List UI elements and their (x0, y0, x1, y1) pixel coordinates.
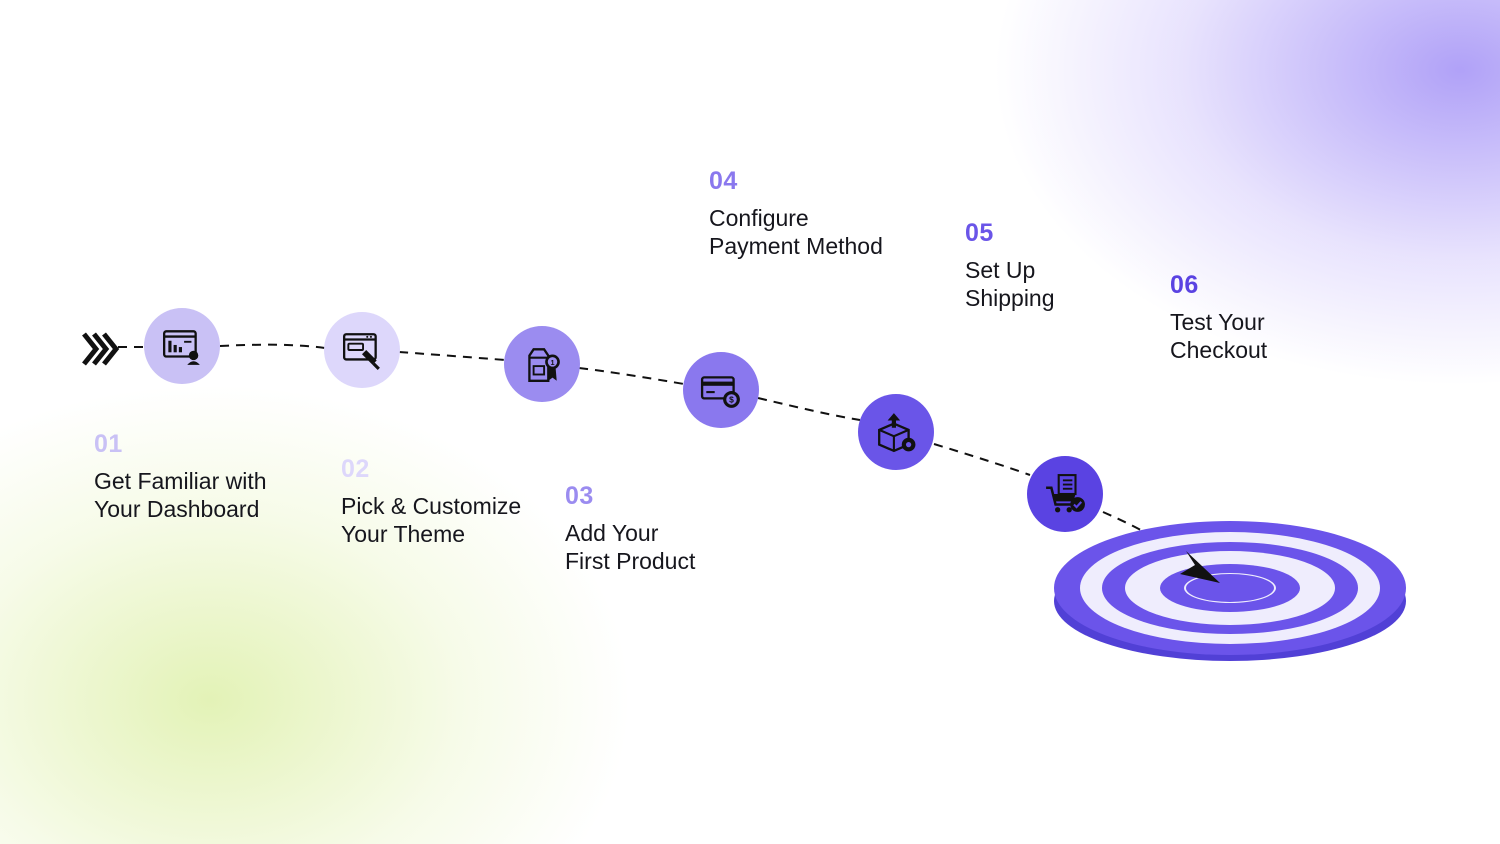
step-5-label: 05 Set Up Shipping (965, 221, 1055, 312)
svg-text:1: 1 (550, 358, 554, 367)
step-2-node (324, 312, 400, 388)
target-icon (1054, 521, 1406, 661)
theme-customize-icon (342, 333, 380, 371)
step-6-title: Test Your Checkout (1170, 309, 1268, 363)
shipping-box-icon (878, 413, 916, 453)
target-bullseye (1186, 574, 1274, 602)
step-4-title: Configure Payment Method (709, 205, 883, 259)
step-3-label: 03 Add Your First Product (565, 484, 695, 575)
step-6-number: 06 (1170, 271, 1199, 299)
chevrons-right-icon (82, 332, 120, 366)
step-4-node: $ (683, 352, 759, 428)
step-1-title: Get Familiar with Your Dashboard (94, 468, 267, 522)
step-6-node (1027, 456, 1103, 532)
step-4-label: 04 Configure Payment Method (709, 169, 883, 260)
step-2-label: 02 Pick & Customize Your Theme (341, 457, 521, 548)
step-3-node: 1 (504, 326, 580, 402)
step-1-label: 01 Get Familiar with Your Dashboard (94, 432, 267, 523)
step-3-number: 03 (565, 482, 594, 510)
step-6-label: 06 Test Your Checkout (1170, 273, 1267, 364)
step-1-node (144, 308, 220, 384)
step-5-number: 05 (965, 219, 994, 247)
svg-text:$: $ (729, 395, 734, 405)
dashboard-icon (162, 330, 200, 365)
step-4-number: 04 (709, 167, 738, 195)
step-2-number: 02 (341, 455, 370, 483)
step-2-title: Pick & Customize Your Theme (341, 493, 522, 547)
step-5-title: Set Up Shipping (965, 257, 1055, 311)
credit-card-icon: $ (700, 376, 740, 408)
step-5-node (858, 394, 934, 470)
step-1-number: 01 (94, 430, 123, 458)
step-3-title: Add Your First Product (565, 520, 696, 574)
checkout-cart-icon (1046, 474, 1085, 513)
product-box-icon: 1 (528, 348, 560, 382)
journey-path (118, 343, 1201, 569)
arrow-head-icon (1180, 551, 1220, 583)
